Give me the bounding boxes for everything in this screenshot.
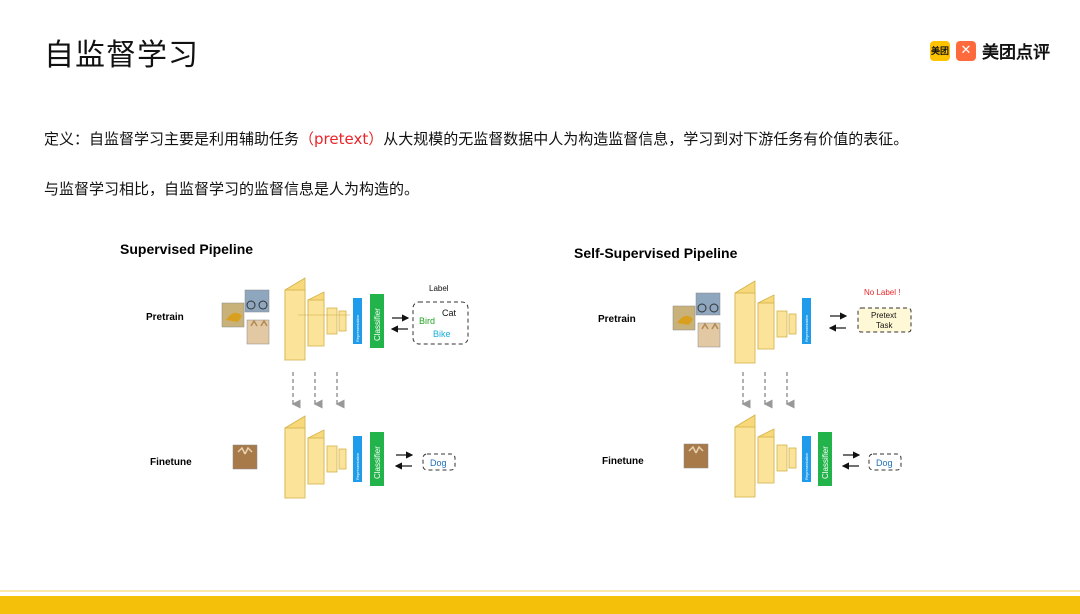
ss-bike-image-icon [695, 292, 721, 316]
ss-representation-bar [802, 298, 811, 344]
classifier-label-finetune: Classifier [373, 446, 382, 479]
definition-highlight: （pretext） [299, 130, 384, 148]
dog-image-icon [232, 444, 258, 470]
representation-bar-finetune [353, 436, 362, 482]
supervised-finetune-label: Finetune [150, 457, 192, 468]
ss-dog-image-icon [683, 443, 709, 469]
label-bird: Bird [419, 316, 435, 326]
brand-text: 美团点评 [982, 43, 1050, 63]
supervised-pipeline: Supervised Pipeline Pretrain Finetune Re… [120, 241, 469, 499]
label-box [412, 301, 469, 345]
meituan-badge-icon: 美团 [930, 40, 950, 61]
ss-finetune-output: Dog [876, 458, 893, 468]
classifier-label: Classifier [373, 308, 382, 341]
label-cat: Cat [442, 308, 457, 318]
no-label-caption: No Label ! [864, 288, 900, 297]
classifier-bar-finetune [370, 432, 384, 486]
pretext-line1: Pretext [871, 311, 897, 320]
bike-image-icon [244, 289, 270, 313]
ss-finetune-cnn-blocks [734, 414, 797, 498]
representation-bar [353, 298, 362, 344]
pretrain-cnn-blocks [284, 277, 350, 361]
ss-representation-label: Representation [804, 315, 809, 342]
ss-representation-bar-finetune [802, 436, 811, 482]
bottom-accent-bar [0, 590, 1080, 614]
pretext-line2: Task [876, 321, 893, 330]
ss-pretrain-cnn-blocks [734, 280, 797, 364]
ss-representation-label-finetune: Representation [804, 453, 809, 480]
cat-image-icon [246, 319, 270, 345]
supervised-title: Supervised Pipeline [120, 241, 253, 257]
comparison-text: 与监督学习相比，自监督学习的监督信息是人为构造的。 [44, 180, 420, 198]
page-title: 自监督学习 [44, 38, 199, 73]
representation-label-finetune: Representation [355, 453, 360, 480]
finetune-output-box [422, 453, 456, 471]
representation-label: Representation [355, 315, 360, 342]
finetune-output: Dog [430, 458, 447, 468]
classifier-bar [370, 294, 384, 348]
ss-cat-image-icon [697, 322, 721, 348]
ss-pretrain-label: Pretrain [598, 314, 636, 325]
ss-pretrain-input-images [672, 292, 721, 348]
label-caption: Label [429, 284, 449, 293]
dianping-icon: ✕ [956, 40, 976, 61]
pretext-task-box [857, 307, 912, 333]
definition-prefix: 定义：自监督学习主要是利用辅助任务 [44, 130, 300, 148]
supervised-pretrain-label: Pretrain [146, 312, 184, 323]
self-supervised-title: Self-Supervised Pipeline [574, 245, 738, 261]
finetune-cnn-blocks [284, 415, 347, 499]
brand-logo: 美团 ✕ 美团点评 [930, 38, 1050, 63]
ss-finetune-label: Finetune [602, 456, 644, 467]
definition-suffix: 从大规模的无监督数据中人为构造监督信息，学习到对下游任务有价值的表征。 [383, 130, 909, 148]
ss-classifier-label-finetune: Classifier [821, 446, 830, 479]
pretrain-input-images [221, 289, 270, 345]
ss-finetune-output-box [868, 453, 902, 471]
definition-text: 定义：自监督学习主要是利用辅助任务（pretext）从大规模的无监督数据中人为构… [44, 128, 908, 149]
ss-classifier-bar-finetune [818, 432, 832, 486]
self-supervised-pipeline: Self-Supervised Pipeline Pretrain Finetu… [574, 245, 912, 498]
label-bike: Bike [433, 329, 451, 339]
